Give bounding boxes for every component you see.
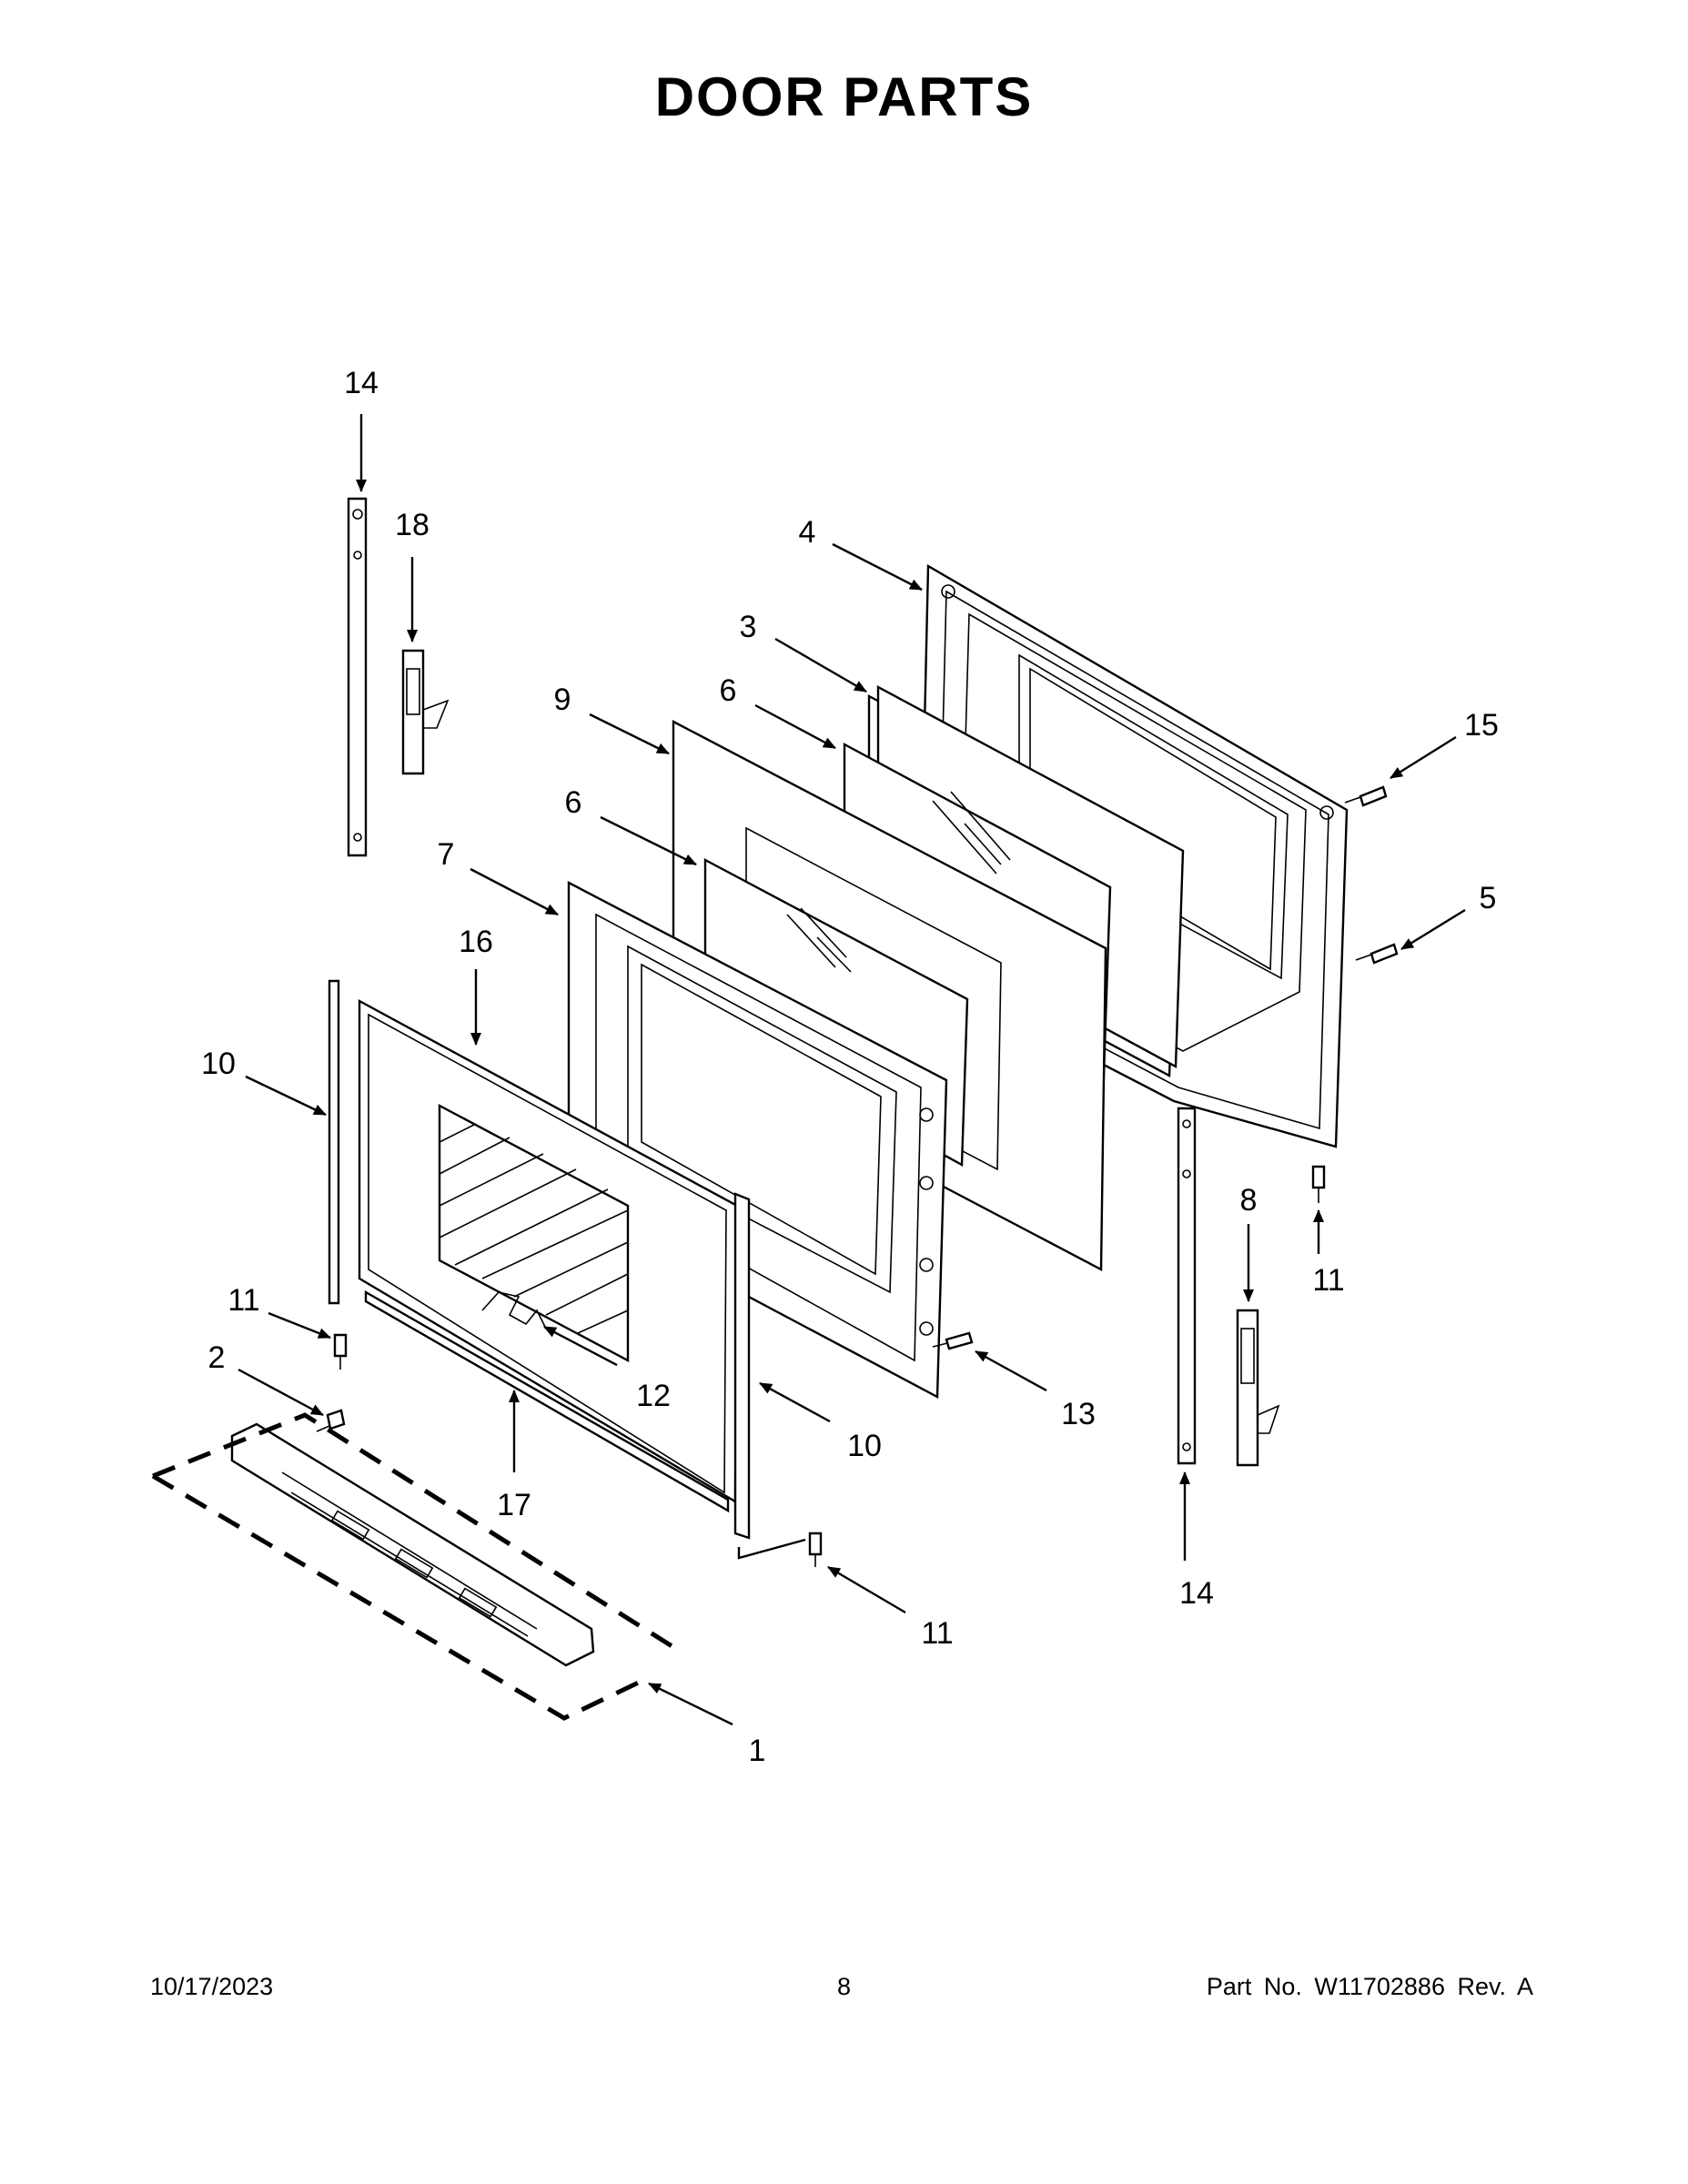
footer-date: 10/17/2023 bbox=[150, 1973, 274, 2000]
inner-door bbox=[567, 881, 948, 1399]
callout-16: 16 bbox=[459, 925, 493, 959]
screw-5 bbox=[1355, 943, 1399, 965]
callout-13: 13 bbox=[1061, 1397, 1096, 1431]
callout-1: 1 bbox=[749, 1734, 766, 1768]
callout-18: 18 bbox=[395, 508, 430, 542]
callout-12: 12 bbox=[636, 1379, 671, 1413]
callout-6-upper: 6 bbox=[720, 673, 737, 708]
corner-bracket bbox=[737, 1538, 806, 1560]
hinge-left bbox=[401, 649, 450, 775]
screw-15 bbox=[1344, 785, 1388, 807]
callout-3: 3 bbox=[740, 610, 757, 644]
callout-7: 7 bbox=[438, 837, 455, 872]
callout-15: 15 bbox=[1464, 708, 1499, 743]
screw-11-bottom bbox=[808, 1532, 823, 1567]
callout-11-bottom: 11 bbox=[921, 1616, 953, 1651]
callout-5: 5 bbox=[1480, 881, 1497, 915]
screw-13 bbox=[932, 1331, 974, 1350]
callout-11-right: 11 bbox=[1312, 1263, 1344, 1298]
callout-labels: 14 18 4 3 9 6 15 6 7 5 16 10 8 11 11 2 1… bbox=[201, 366, 1499, 1768]
footer-page-number: 8 bbox=[836, 1973, 852, 2000]
handle-attachment-outline bbox=[151, 1412, 675, 1721]
footer-part-number: Part No. W11702886 Rev. A bbox=[1206, 1973, 1533, 2000]
callout-6-lower: 6 bbox=[565, 785, 582, 820]
screw-11-left bbox=[333, 1333, 348, 1370]
callout-8: 8 bbox=[1240, 1183, 1258, 1218]
page-title: DOOR PARTS bbox=[654, 66, 1034, 127]
screw-2 bbox=[316, 1409, 346, 1432]
callout-9: 9 bbox=[554, 682, 571, 717]
window-hatching bbox=[439, 1123, 629, 1334]
callout-11-left: 11 bbox=[227, 1283, 259, 1318]
hinge-receiver-right bbox=[1177, 1107, 1197, 1465]
callout-10-left: 10 bbox=[201, 1046, 236, 1081]
callout-2: 2 bbox=[208, 1340, 226, 1375]
door-side-left bbox=[328, 979, 340, 1305]
hinge-right bbox=[1236, 1309, 1280, 1467]
leader-arrows bbox=[238, 414, 1466, 1726]
door-handle bbox=[230, 1422, 595, 1667]
hinge-receiver-left bbox=[347, 497, 368, 857]
callout-10-right: 10 bbox=[847, 1429, 882, 1463]
screw-11-right bbox=[1311, 1165, 1326, 1203]
door-side-right bbox=[733, 1192, 751, 1540]
callout-14-top: 14 bbox=[344, 366, 379, 400]
callout-4: 4 bbox=[799, 515, 816, 550]
door-bottom-trim bbox=[364, 1289, 730, 1513]
callout-14-bottom: 14 bbox=[1179, 1576, 1214, 1611]
callout-17: 17 bbox=[497, 1488, 531, 1522]
